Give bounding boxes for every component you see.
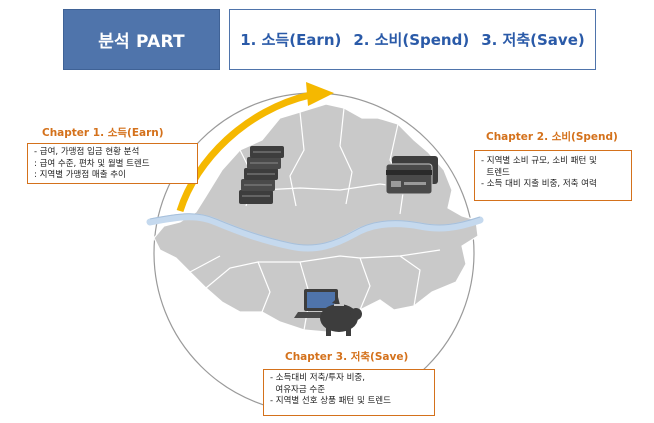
money-stack-icon [239, 146, 284, 204]
chapter-3-title: Chapter 3. 저축(Save) [285, 351, 409, 363]
credit-cards-icon [385, 156, 438, 195]
chapter-3-line-3: - 지역별 선호 상품 패턴 및 트렌드 [270, 396, 391, 406]
part-title-box: 분석 PART [63, 9, 220, 70]
piggy-bank-laptop-icon [294, 289, 362, 336]
chapter-3-line-1: - 소득대비 저축/투자 비중, [270, 373, 365, 383]
chapter-2-line-3: - 소득 대비 지출 비중, 저축 여력 [481, 179, 597, 189]
chapter-1-line-2: : 급여 수준, 편차 및 월별 트렌드 [34, 158, 150, 169]
chapter-1-line-3: : 지역별 가맹점 매출 추이 [34, 170, 126, 180]
part-title: 분석 PART [98, 32, 185, 52]
part-earn-label: 1. 소득(Earn) [240, 31, 342, 49]
han-river [146, 213, 484, 252]
chapter-2-line-1: - 지역별 소비 규모, 소비 패턴 및 [481, 156, 597, 166]
part-spend-label: 2. 소비(Spend) [353, 31, 470, 49]
chapter-1-line-1: - 급여, 가맹점 입금 현황 분석 [34, 147, 140, 157]
parts-list-box: 1. 소득(Earn) 2. 소비(Spend) 3. 저축(Save) [229, 9, 596, 70]
chapter-2-line-2: 트렌드 [481, 167, 510, 178]
chapter-3-line-2: 여유자금 수준 [270, 384, 326, 395]
chapter-1-box: - 급여, 가맹점 입금 현황 분석 : 급여 수준, 편차 및 월별 트렌드 … [27, 143, 198, 184]
chapter-2-box: - 지역별 소비 규모, 소비 패턴 및 트렌드 - 소득 대비 지출 비중, … [474, 150, 632, 201]
cycle-arrow-icon [176, 91, 311, 213]
cycle-arrow-head [306, 82, 334, 106]
chapter-2-title: Chapter 2. 소비(Spend) [486, 131, 618, 143]
chapter-3-box: - 소득대비 저축/투자 비중, 여유자금 수준 - 지역별 선호 상품 패턴 … [263, 369, 435, 416]
part-save-label: 3. 저축(Save) [481, 31, 585, 49]
chapter-1-title: Chapter 1. 소득(Earn) [42, 127, 164, 139]
